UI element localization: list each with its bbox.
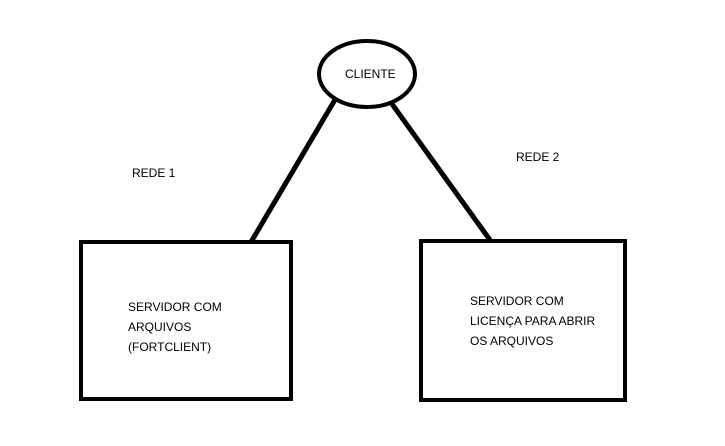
- connector-client-to-server-1: [248, 96, 339, 244]
- connector-client-to-server-2: [389, 102, 493, 242]
- server-box-license: [419, 239, 627, 402]
- server-files-label: SERVIDOR COM ARQUIVOS (FORTCLIENT): [128, 300, 222, 354]
- client-label: CLIENTE: [345, 67, 396, 81]
- server-license-label: SERVIDOR COM LICENÇA PARA ABRIR OS ARQUI…: [470, 294, 596, 348]
- server-box-files: [79, 240, 293, 401]
- client-node: [317, 39, 417, 109]
- network-1-label: REDE 1: [132, 166, 176, 180]
- network-2-label: REDE 2: [516, 150, 560, 164]
